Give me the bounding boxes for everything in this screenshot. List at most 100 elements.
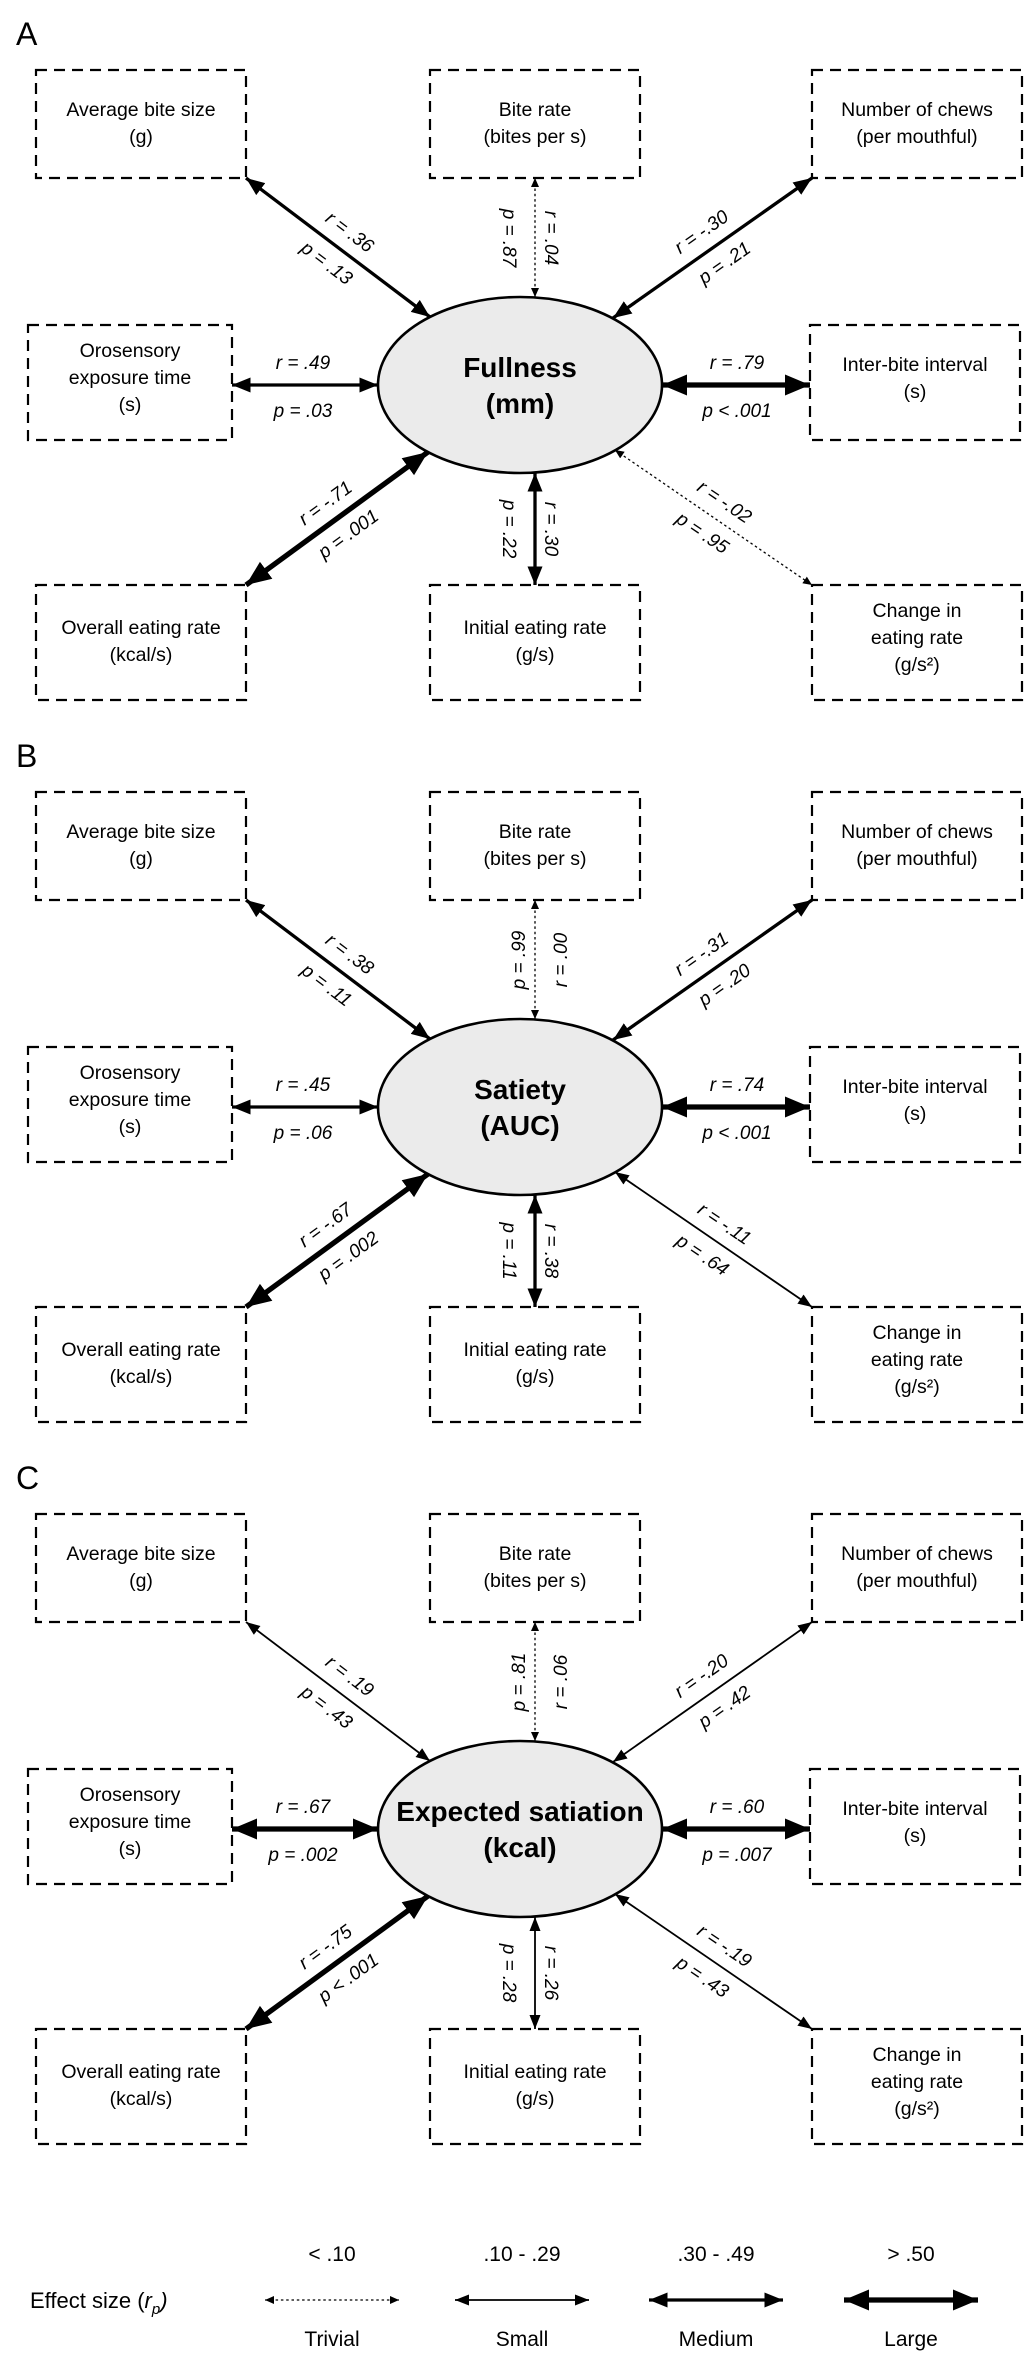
node-label-line: (g/s²): [894, 1376, 940, 1398]
node-bottom-left: Overall eating rate (kcal/s): [34, 1305, 248, 1424]
node-box: [26, 323, 234, 442]
node-box: [26, 1767, 234, 1886]
legend-range: > .50: [887, 2243, 934, 2266]
legend-item-medium: .30 - .49 Medium: [649, 2243, 783, 2351]
node-label-line: Number of chews: [841, 1543, 993, 1565]
edge-mid-right-r-label: r = .60: [710, 1797, 765, 1818]
node-top-center: Bite rate (bites per s): [428, 1512, 642, 1624]
effect-size-legend: Effect size (rp) < .10 Trivial .10 - .29…: [30, 2243, 978, 2351]
center-ellipse: [376, 295, 664, 475]
legend-range: .10 - .29: [483, 2243, 560, 2266]
node-box: [428, 68, 642, 180]
legend-item-small: .10 - .29 Small: [455, 2243, 589, 2351]
center-ellipse: [376, 1739, 664, 1919]
node-label-line: Number of chews: [841, 99, 993, 121]
node-label-line: Change in: [873, 2044, 962, 2066]
node-top-left: Average bite size (g): [34, 68, 248, 180]
node-box: [808, 1767, 1022, 1886]
node-mid-right: Inter-bite interval (s): [808, 1767, 1022, 1886]
node-label-line: exposure time: [69, 367, 191, 389]
center-label-line1: Expected satiation: [396, 1796, 643, 1827]
node-label-line: Inter-bite interval: [842, 1076, 987, 1098]
panel-b: B r = .38 p = .11 p = .99 r = .00 r = -.…: [16, 738, 1024, 1424]
node-top-right: Number of chews (per mouthful): [810, 1512, 1024, 1624]
node-box: [34, 2027, 248, 2146]
legend-range: < .10: [308, 2243, 355, 2266]
node-label-line: Initial eating rate: [463, 1339, 606, 1361]
node-label-line: (g/s²): [894, 2098, 940, 2120]
node-mid-left: Orosensory exposure time (s): [26, 1045, 234, 1164]
edge-bottom-right-p-label: p = .43: [671, 1952, 733, 2003]
panel-a: A r = .36 p = .13 p = .87 r = .04 r = -.…: [16, 16, 1024, 702]
edge-mid-left-p-label: p = .03: [273, 401, 333, 422]
node-label-line: Bite rate: [499, 99, 572, 121]
edge-mid-right-r-label: r = .74: [710, 1075, 764, 1096]
node-label-line: (g/s²): [894, 654, 940, 676]
node-label-line: (g/s): [516, 1366, 555, 1388]
edge-mid-left-r-label: r = .45: [276, 1075, 331, 1096]
node-top-right: Number of chews (per mouthful): [810, 790, 1024, 902]
edge-bottom-left: [244, 1893, 430, 2032]
edge-bottom-right: [614, 449, 813, 586]
node-box: [810, 790, 1024, 902]
edge-top-right: [612, 1621, 813, 1763]
node-top-center: Bite rate (bites per s): [428, 68, 642, 180]
edge-top-left: [245, 898, 431, 1041]
edge-top-left-r-label: r = .19: [321, 1652, 377, 1702]
panel-tag: C: [16, 1460, 39, 1496]
node-label-line: (s): [904, 1103, 927, 1125]
edge-bottom-center-r-label: r = .38: [540, 1224, 561, 1279]
edge-top-left-p-label: p = .11: [296, 959, 355, 1011]
node-top-center: Bite rate (bites per s): [428, 790, 642, 902]
node-box: [808, 323, 1022, 442]
node-top-left: Average bite size (g): [34, 790, 248, 902]
edge-bottom-right: [614, 1171, 813, 1308]
edge-mid-left-r-label: r = .67: [276, 1797, 332, 1818]
node-mid-right: Inter-bite interval (s): [808, 1045, 1022, 1164]
edge-mid-right-p-label: p = .007: [701, 1845, 773, 1866]
node-label-line: (per mouthful): [856, 126, 977, 148]
node-box: [428, 1305, 642, 1424]
edge-top-left-p-label: p = .43: [296, 1681, 357, 1734]
node-label-line: (kcal/s): [110, 2088, 173, 2110]
node-label-line: (s): [119, 1116, 142, 1138]
edge-bottom-right-p-label: p = .64: [671, 1230, 732, 1281]
legend-item-large: > .50 Large: [844, 2243, 978, 2351]
node-label-line: (kcal/s): [110, 1366, 173, 1388]
edge-top-center-r-label: r = .00: [551, 932, 572, 987]
node-label-line: (g): [129, 1570, 153, 1592]
edge-top-left: [245, 176, 431, 319]
node-label-line: Bite rate: [499, 1543, 572, 1565]
node-label-line: (bites per s): [484, 126, 587, 148]
node-bottom-center: Initial eating rate (g/s): [428, 583, 642, 702]
node-label-line: Overall eating rate: [61, 617, 220, 639]
edge-bottom-left: [244, 449, 430, 588]
edge-mid-right-p-label: p < .001: [701, 1123, 771, 1144]
center-label-line1: Satiety: [474, 1074, 566, 1105]
edge-mid-left-p-label: p = .002: [267, 1845, 338, 1866]
node-box: [34, 790, 248, 902]
node-top-left: Average bite size (g): [34, 1512, 248, 1624]
node-box: [428, 2027, 642, 2146]
node-box: [34, 583, 248, 702]
edge-mid-left-p-label: p = .06: [273, 1123, 333, 1144]
legend-range: .30 - .49: [677, 2243, 754, 2266]
edge-bottom-center-p-label: p = .28: [498, 1943, 519, 2003]
node-label-line: (g): [129, 848, 153, 870]
node-box: [810, 1512, 1024, 1624]
node-bottom-left: Overall eating rate (kcal/s): [34, 583, 248, 702]
edge-bottom-center-p-label: p = .11: [498, 1221, 519, 1279]
node-label-line: Orosensory: [80, 1784, 181, 1806]
node-box: [810, 583, 1024, 702]
center-label-line2: (mm): [486, 388, 554, 419]
edge-top-left-p-label: p = .13: [296, 237, 357, 290]
edge-top-right-p-label: p = .21: [694, 238, 755, 289]
node-label-line: Inter-bite interval: [842, 354, 987, 376]
node-label-line: Initial eating rate: [463, 2061, 606, 2083]
node-label-line: Average bite size: [66, 821, 215, 843]
legend-title: Effect size (rp): [30, 2288, 168, 2318]
edge-top-center-r-label: r = .06: [551, 1654, 572, 1709]
node-bottom-right: Change in eating rate (g/s²): [810, 1305, 1024, 1424]
edge-top-center-p-label: p = .87: [498, 208, 519, 269]
